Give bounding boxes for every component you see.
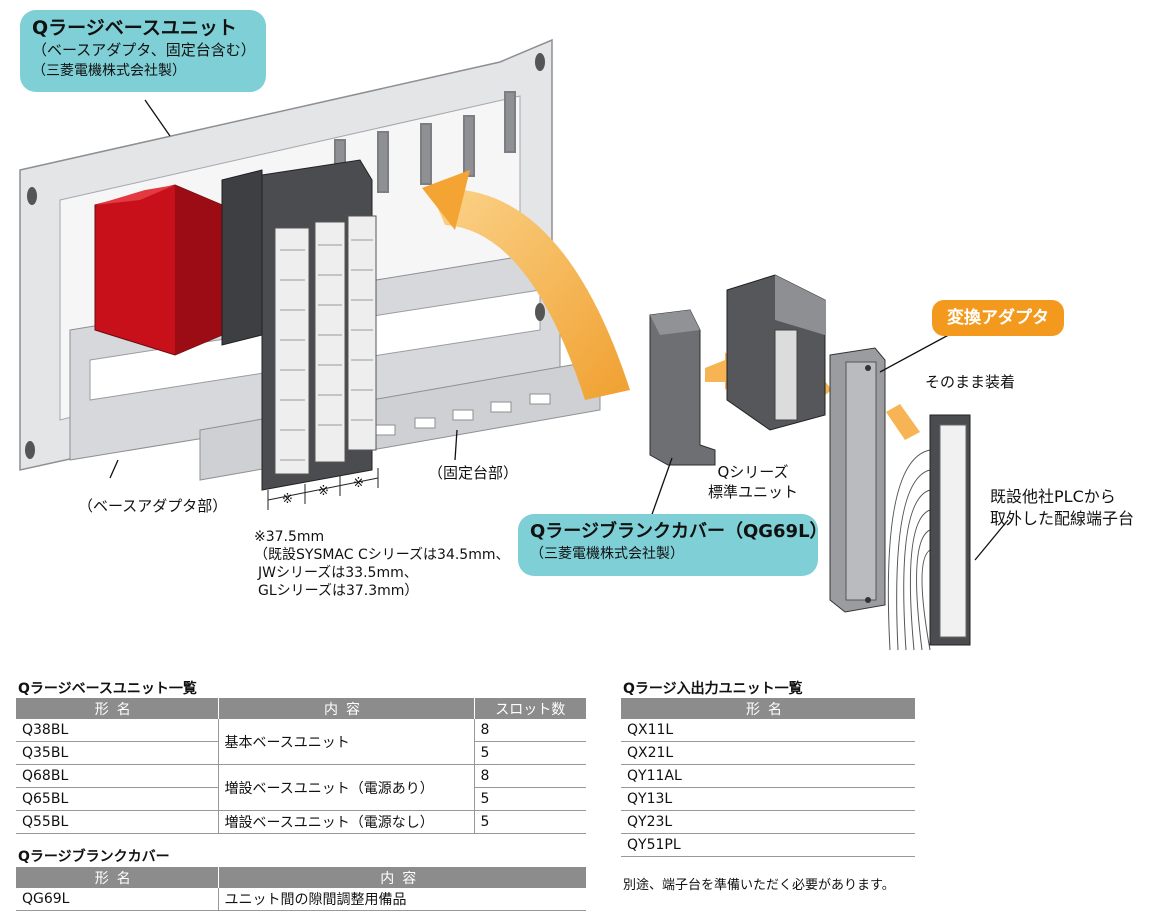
model-cell: QY13L <box>621 787 915 811</box>
table-row: Q38BL 基本ベースユニット 8 <box>16 719 586 765</box>
base-unit-callout: Qラージベースユニット （ベースアダプタ、固定台含む） （三菱電機株式会社製） <box>20 10 266 92</box>
table-row: QG69L ユニット間の隙間調整用備品 <box>16 888 586 911</box>
blank-cover-callout-title: Qラージブランクカバー（QG69L） <box>530 521 828 542</box>
pitch-note-line1: ※37.5mm <box>254 529 325 545</box>
io-table-header: 形名 <box>621 698 915 719</box>
table-row: QX11L <box>621 719 915 742</box>
blank-cover-qg69l <box>649 309 716 466</box>
pitch-mark-2: ※ <box>318 484 329 499</box>
pitch-note-line3: JWシリーズは33.5mm、 <box>258 565 418 581</box>
q-series-standard-unit <box>726 274 826 431</box>
content-cell: 基本ベースユニット <box>218 719 475 765</box>
table-row: Q68BL 増設ベースユニット（電源あり） 8 <box>16 764 586 811</box>
table-row: QY51PL <box>621 833 915 857</box>
base-adapter-label: （ベースアダプタ部） <box>78 497 228 515</box>
base-table-title: Qラージベースユニット一覧 <box>18 681 197 697</box>
table-row: QY23L <box>621 810 915 834</box>
content-cell: ユニット間の隙間調整用備品 <box>218 888 586 911</box>
blank-cover-callout-line2: （三菱電機株式会社製） <box>530 546 684 562</box>
fixing-base-label: （固定台部） <box>428 464 519 482</box>
q-series-label-line2: 標準ユニット <box>707 483 798 501</box>
table-row: Q55BL 増設ベースユニット（電源なし） 5 <box>16 810 586 834</box>
insert-arrow <box>422 170 630 400</box>
q-series-label-line1: Qシリーズ <box>717 463 789 481</box>
model-cell: QY23L <box>621 810 915 834</box>
table-row: QY11AL <box>621 764 915 788</box>
content-cell: 増設ベースユニット（電源あり） <box>218 764 475 811</box>
product-illustration <box>19 38 1009 651</box>
existing-terminal-label-line2: 取外した配線端子台 <box>990 509 1135 528</box>
io-units-mounted <box>261 159 377 491</box>
table-row: QY13L <box>621 787 915 811</box>
cover-table-header-content: 内容 <box>218 867 586 888</box>
blank-cover-callout: Qラージブランクカバー（QG69L） （三菱電機株式会社製） <box>518 514 828 576</box>
cover-table-header-model: 形名 <box>16 867 219 888</box>
base-table-header: 形名 内容 スロット数 <box>16 698 586 719</box>
pitch-mark-1: ※ <box>282 492 293 507</box>
base-table-header-slots: スロット数 <box>474 698 586 719</box>
base-table-header-model: 形名 <box>16 698 219 719</box>
model-cell: Q55BL <box>16 810 219 834</box>
base-unit-callout-line3: （三菱電機株式会社製） <box>32 63 186 79</box>
io-unit-table: 形名 QX11L QX21L QY11AL QY13L QY23L QY51PL <box>621 698 915 857</box>
slots-cell: 8 <box>474 719 586 742</box>
base-table-header-content: 内容 <box>218 698 475 719</box>
base-unit-table: 形名 内容 スロット数 Q38BL 基本ベースユニット 8 Q35BL 5 Q6… <box>16 698 586 834</box>
pitch-note-line2: （既設SYSMAC Cシリーズは34.5mm、 <box>254 547 510 563</box>
table-row: Q35BL 5 <box>16 741 586 765</box>
slots-cell: 5 <box>474 787 586 811</box>
io-table-note: 別途、端子台を準備いただく必要があります。 <box>623 878 895 893</box>
blank-cover-table: 形名 内容 QG69L ユニット間の隙間調整用備品 <box>16 867 586 911</box>
conversion-adapter-callout: 変換アダプタ <box>932 300 1064 336</box>
existing-terminal-label: 既設他社PLCから 取外した配線端子台 <box>990 486 1134 530</box>
existing-terminal-block <box>887 414 971 651</box>
direct-mount-label: そのまま装着 <box>925 373 1016 391</box>
base-unit-callout-line2: （ベースアダプタ、固定台含む） <box>32 41 256 59</box>
model-cell: QY11AL <box>621 764 915 788</box>
existing-terminal-label-line1: 既設他社PLCから <box>990 487 1116 506</box>
model-cell: Q68BL <box>16 764 219 788</box>
table-row: QX21L <box>621 741 915 765</box>
model-cell: QX11L <box>621 719 915 742</box>
content-cell: 増設ベースユニット（電源なし） <box>218 810 475 834</box>
slots-cell: 5 <box>474 810 586 834</box>
pitch-mark-3: ※ <box>353 476 364 491</box>
cover-table-title: Qラージブランクカバー <box>18 849 170 865</box>
cpu-unit <box>221 169 263 346</box>
slots-cell: 5 <box>474 741 586 765</box>
io-table-title: Qラージ入出力ユニット一覧 <box>623 681 803 697</box>
pitch-dimension <box>267 468 379 510</box>
io-table-header-model: 形名 <box>621 698 915 719</box>
model-cell: QY51PL <box>621 833 915 857</box>
base-unit-callout-title: Qラージベースユニット <box>32 17 237 39</box>
conversion-adapter-body <box>829 347 886 613</box>
q-series-label: Qシリーズ 標準ユニット <box>698 462 808 502</box>
slots-cell: 8 <box>474 764 586 788</box>
cover-table-header: 形名 内容 <box>16 867 586 888</box>
pitch-note-line4: GLシリーズは37.3mm） <box>258 583 419 599</box>
model-cell: QG69L <box>16 888 219 911</box>
model-cell: Q65BL <box>16 787 219 811</box>
model-cell: Q38BL <box>16 719 219 742</box>
model-cell: Q35BL <box>16 741 219 765</box>
power-supply-unit <box>94 184 223 356</box>
table-row: Q65BL 5 <box>16 787 586 811</box>
pitch-note: ※37.5mm （既設SYSMAC Cシリーズは34.5mm、 JWシリーズは3… <box>254 528 509 600</box>
model-cell: QX21L <box>621 741 915 765</box>
